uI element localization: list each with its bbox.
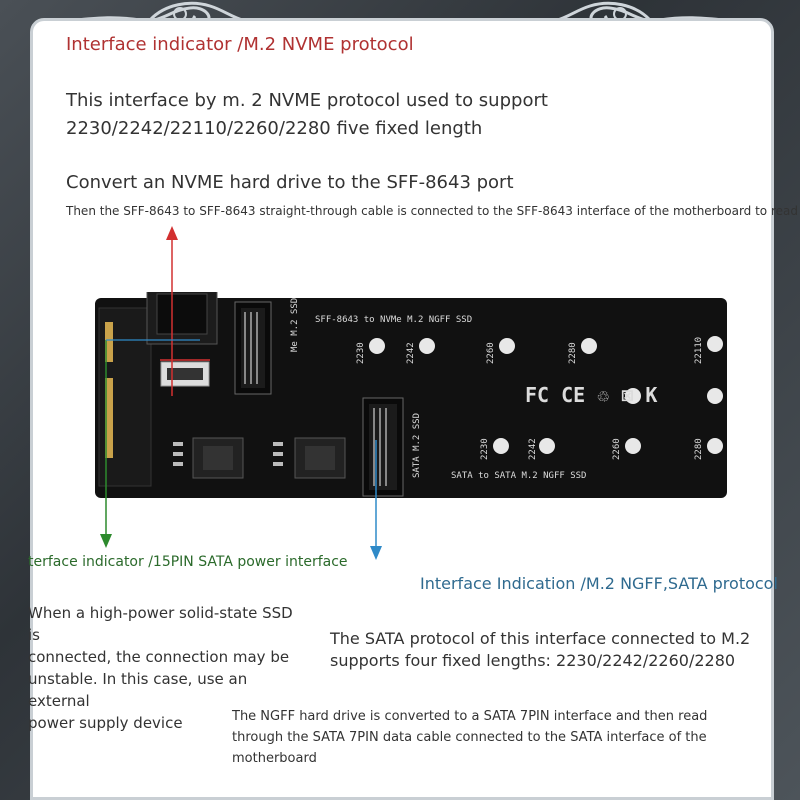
blue-arrowhead [370, 546, 382, 560]
length-2280-bottom: 2280 [694, 438, 704, 460]
length-2230-top: 2230 [356, 342, 366, 364]
sata-power-label: terface indicator /15PIN SATA power inte… [28, 554, 348, 570]
sata-lengths-line-2: supports four fixed lengths: 2230/2242/2… [330, 651, 736, 670]
ngff-protocol-label: Interface Indication /M.2 NGFF,SATA prot… [420, 574, 778, 593]
cable-note: Then the SFF-8643 to SFF-8643 straight-t… [66, 204, 798, 218]
sata-lengths-line-1: The SATA protocol of this interface conn… [330, 629, 751, 648]
power-warning-line-3: unstable. In this case, use an external [28, 670, 248, 710]
sata-lengths-desc: The SATA protocol of this interface conn… [330, 628, 770, 672]
length-2260-top: 2260 [486, 342, 496, 364]
nvme-slot-label: Me M.2 SSD [290, 298, 300, 352]
sata-board-label: SATA to SATA M.2 NGFF SSD [451, 471, 586, 481]
sata-slot-label: SATA M.2 SSD [412, 413, 422, 478]
ngff-conversion-note: The NGFF hard drive is converted to a SA… [232, 706, 752, 769]
nvme-interface-title: Interface indicator /M.2 NVME protocol [66, 34, 414, 55]
length-2280-top: 2280 [568, 342, 578, 364]
red-arrowhead [166, 226, 178, 240]
ngff-note-line-1: The NGFF hard drive is converted to a SA… [232, 709, 708, 724]
convert-heading: Convert an NVME hard drive to the SFF-86… [66, 172, 514, 193]
power-warning-line-2: connected, the connection may be [28, 648, 290, 666]
length-2242-bottom: 2242 [528, 438, 538, 460]
length-2260-bottom: 2260 [612, 438, 622, 460]
nvme-board-label: SFF-8643 to NVMe M.2 NGFF SSD [315, 315, 472, 325]
certification-marks: FC CE ♲ ⊠ K [525, 383, 657, 407]
length-2242-top: 2242 [406, 342, 416, 364]
power-warning: When a high-power solid-state SSD is con… [28, 602, 308, 734]
power-warning-line-1: When a high-power solid-state SSD is [28, 604, 293, 644]
length-2230-bottom: 2230 [480, 438, 490, 460]
length-22110-top: 22110 [694, 337, 704, 364]
green-arrowhead [100, 534, 112, 548]
ngff-note-line-2: through the SATA 7PIN data cable connect… [232, 730, 707, 745]
power-warning-line-4: power supply device [28, 714, 183, 732]
nvme-description-line-1: This interface by m. 2 NVME protocol use… [66, 90, 548, 111]
ngff-note-line-3: motherboard [232, 751, 317, 766]
nvme-description-line-2: 2230/2242/22110/2260/2280 five fixed len… [66, 118, 483, 139]
adapter-board: SFF-8643 to NVMe M.2 NGFF SSD SATA to SA… [95, 292, 727, 498]
